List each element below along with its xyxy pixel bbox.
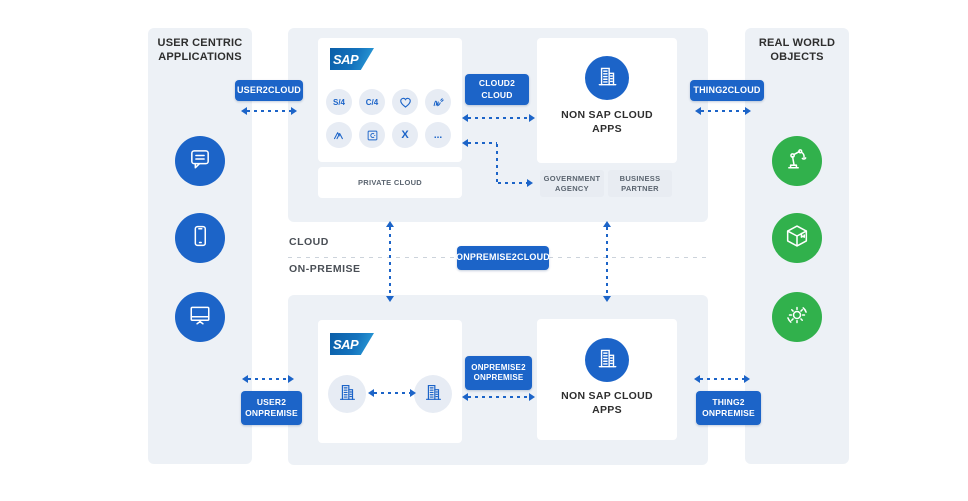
user-centric-panel: USER CENTRIC APPLICATIONS: [148, 28, 252, 464]
product-s4: S/4: [326, 89, 352, 115]
robot-arm-circle: [772, 136, 822, 186]
buildings-icon: [422, 381, 444, 408]
cloud-container: SAP S/4 C/4: [288, 28, 708, 222]
user2cloud-arrow: [241, 107, 297, 115]
onpremise2cloud-arrow-right: [603, 221, 611, 302]
sap-to-partner-arrow-seg3: [498, 179, 533, 187]
smartphone-icon: [186, 222, 214, 255]
thing2onpremise-badge: THING2 ONPREMISE: [696, 391, 761, 425]
robot-arm-icon: [783, 145, 811, 178]
monitor-circle: [175, 292, 225, 342]
user2onpremise-badge: USER2 ONPREMISE: [241, 391, 302, 425]
onpremise-container: SAP: [288, 295, 708, 465]
user2cloud-badge: USER2CLOUD: [235, 80, 303, 101]
thing2cloud-arrow: [695, 107, 751, 115]
concur-icon: [359, 122, 385, 148]
heart-icon: [392, 89, 418, 115]
mountains-icon: [326, 122, 352, 148]
real-world-panel-title: REAL WORLD OBJECTS: [758, 37, 836, 63]
cloud2cloud-arrow: [462, 114, 535, 122]
real-world-panel: REAL WORLD OBJECTS: [745, 28, 849, 464]
private-cloud-box: PRIVATE CLOUD: [318, 167, 462, 198]
non-sap-onpremise-box: NON SAP CLOUD APPS: [537, 319, 677, 440]
product-c4: C/4: [359, 89, 385, 115]
cloud-zone-label: CLOUD: [289, 236, 329, 248]
buildings-icon: [594, 345, 620, 376]
user2onpremise-arrow: [242, 375, 294, 383]
non-sap-onpremise-label: NON SAP CLOUD APPS: [561, 390, 653, 417]
gear-circle: [772, 292, 822, 342]
package-circle: [772, 213, 822, 263]
sap-system-circle-1: [328, 375, 366, 413]
onpremise2onpremise-badge: ONPREMISE2 ONPREMISE: [465, 356, 532, 390]
smartphone-circle: [175, 213, 225, 263]
monitor-icon: [186, 301, 214, 334]
chat-circle: [175, 136, 225, 186]
government-agency-box: GOVERNMENT AGENCY: [540, 170, 604, 197]
sap-system-circle-2: [414, 375, 452, 413]
onpremise2cloud-arrow-left: [386, 221, 394, 302]
sap-internal-arrow: [368, 389, 416, 397]
non-sap-cloud-label: NON SAP CLOUD APPS: [561, 109, 653, 136]
sap-logo: SAP: [330, 48, 374, 70]
sap-cloud-box: SAP S/4 C/4: [318, 38, 462, 162]
cloud2cloud-badge: CLOUD2 CLOUD: [465, 74, 529, 105]
buildings-icon: [336, 381, 358, 408]
user-centric-panel-title: USER CENTRIC APPLICATIONS: [157, 37, 243, 63]
package-icon: [783, 222, 811, 255]
product-x: X: [392, 122, 418, 148]
chat-icon: [186, 145, 214, 178]
product-more: ...: [425, 122, 451, 148]
buildings-circle: [585, 338, 629, 382]
onpremise-zone-label: ON-PREMISE: [289, 263, 361, 275]
gear-icon: [783, 301, 811, 334]
onpremise2onpremise-arrow: [462, 393, 535, 401]
thing2cloud-badge: THING2CLOUD: [690, 80, 764, 101]
non-sap-cloud-box: NON SAP CLOUD APPS: [537, 38, 677, 163]
onpremise2cloud-badge: ONPREMISE2CLOUD: [456, 246, 550, 270]
sap-logo: SAP: [330, 333, 374, 355]
buildings-circle: [585, 56, 629, 100]
sap-onpremise-box: SAP: [318, 320, 462, 443]
thing2onpremise-arrow: [694, 375, 750, 383]
buildings-icon: [594, 63, 620, 94]
business-partner-box: BUSINESS PARTNER: [608, 170, 672, 197]
sap-to-partner-arrow-seg2: [496, 144, 498, 182]
signature-icon: [425, 89, 451, 115]
sap-to-partner-arrow-seg1: [462, 139, 497, 147]
